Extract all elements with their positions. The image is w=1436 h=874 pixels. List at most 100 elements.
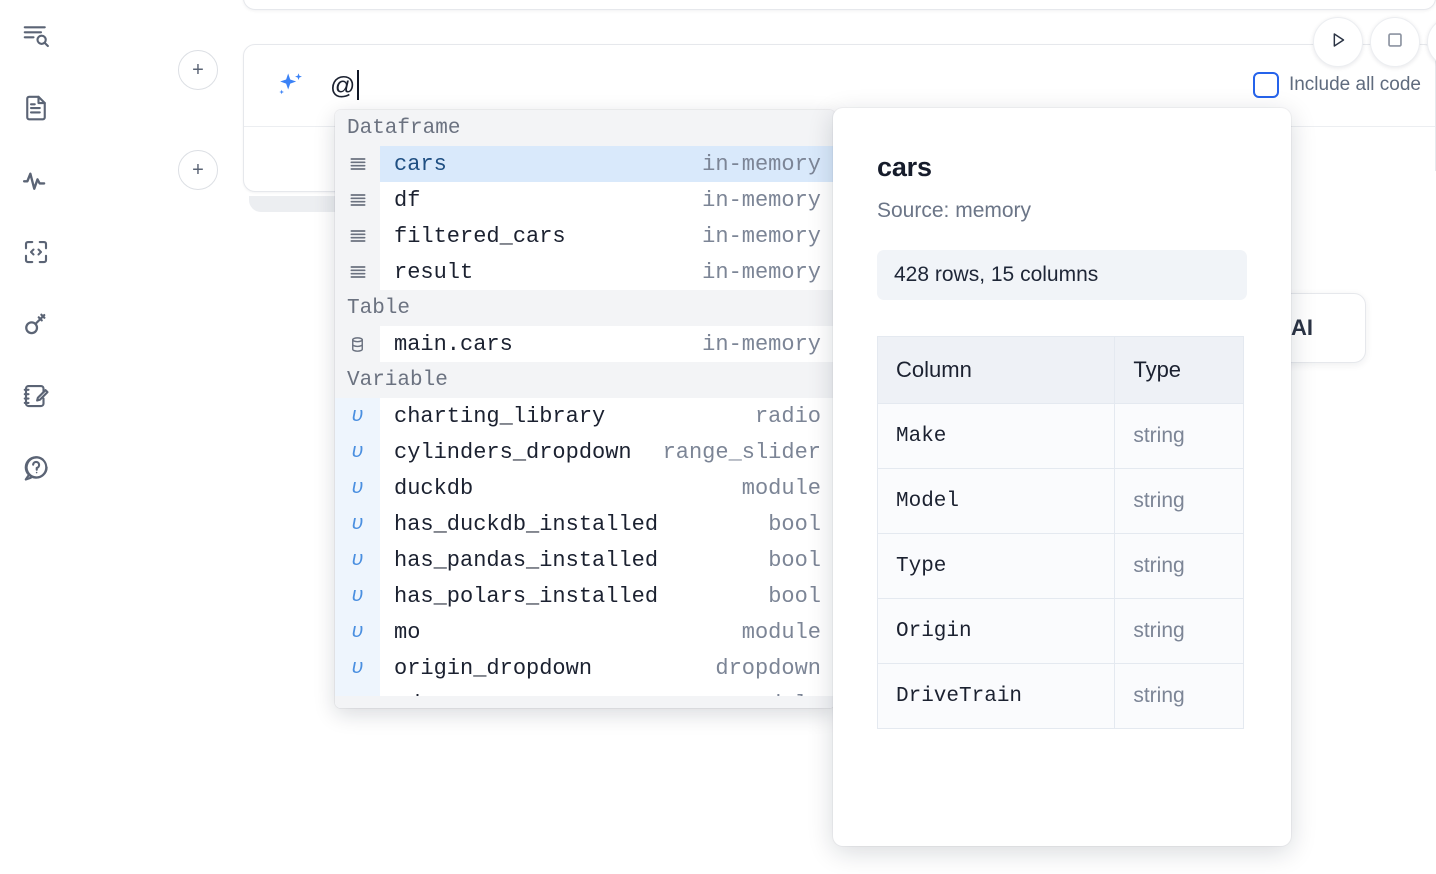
variable-icon: υ (335, 650, 380, 686)
run-cell-button[interactable] (1313, 17, 1363, 67)
sidebar-item-snippets[interactable] (12, 228, 60, 276)
autocomplete-item-name: cylinders_dropdown (394, 439, 632, 465)
autocomplete-item-name: duckdb (394, 475, 474, 501)
sparkle-ai-icon (274, 69, 308, 103)
dataset-preview-panel: cars Source: memory 428 rows, 15 columns… (833, 108, 1291, 846)
ai-prompt-input[interactable]: @ (330, 70, 359, 101)
preview-source: Source: memory (877, 199, 1032, 222)
sidebar-item-secrets[interactable] (12, 300, 60, 348)
autocomplete-item-type: module (741, 619, 821, 645)
play-icon (1327, 29, 1349, 56)
autocomplete-item[interactable]: result in-memory (335, 254, 835, 290)
autocomplete-item-name: has_pandas_installed (394, 547, 659, 573)
autocomplete-item[interactable]: υ has_pandas_installed bool (335, 542, 835, 578)
autocomplete-item-type: bool (768, 511, 821, 537)
autocomplete-item-name: cars (394, 151, 447, 177)
include-all-code-control[interactable]: Include all code (1252, 72, 1421, 98)
autocomplete-item-type: module (741, 475, 821, 501)
secrets-key-icon (21, 309, 51, 339)
column-name-cell: Type (876, 533, 1116, 599)
include-all-code-label: Include all code (1288, 74, 1421, 95)
dataframe-icon (335, 218, 380, 254)
column-type-cell: string (1114, 533, 1244, 599)
autocomplete-item[interactable]: υ has_duckdb_installed bool (335, 506, 835, 542)
notebook-file-icon (21, 93, 51, 123)
stop-square-icon (1384, 29, 1406, 56)
autocomplete-item[interactable]: υ charting_library radio (335, 398, 835, 434)
autocomplete-item-name: has_duckdb_installed (394, 511, 659, 537)
table-icon (335, 326, 380, 362)
autocomplete-item[interactable]: υ origin_dropdown dropdown (335, 650, 835, 686)
autocomplete-item-type: in-memory (702, 331, 821, 357)
variable-icon: υ (335, 506, 380, 542)
column-type-cell: string (1114, 468, 1244, 534)
scratchpad-icon (21, 381, 51, 411)
table-header-cell: Type (1114, 336, 1244, 404)
autocomplete-item-type: in-memory (702, 259, 821, 285)
autocomplete-item-name: charting_library (394, 403, 606, 429)
autocomplete-item[interactable]: cars in-memory (335, 146, 835, 182)
autocomplete-item-type: radio (754, 403, 821, 429)
autocomplete-group-header: Dataframe (335, 110, 835, 146)
ai-prompt-value: @ (330, 72, 356, 100)
autocomplete-item[interactable]: main.cars in-memory (335, 326, 835, 362)
variable-icon: υ (335, 542, 380, 578)
autocomplete-item-type: range_slider (662, 439, 821, 465)
column-name-cell: Model (876, 468, 1116, 534)
include-all-code-checkbox[interactable] (1252, 72, 1279, 98)
preview-shape-badge: 428 rows, 15 columns (877, 250, 1247, 300)
autocomplete-item-name: origin_dropdown (394, 655, 593, 681)
variable-icon: υ (335, 614, 380, 650)
sidebar-item-explore[interactable] (12, 12, 60, 60)
autocomplete-item-name: result (394, 259, 474, 285)
column-name-cell: Make (876, 403, 1116, 469)
dataframe-icon (335, 182, 380, 218)
previous-cell (243, 0, 1436, 10)
table-header-cell: Column (876, 336, 1116, 404)
add-cell-button-bottom[interactable]: + (178, 150, 218, 190)
sidebar-item-file[interactable] (12, 84, 60, 132)
help-icon (21, 453, 51, 483)
sidebar-item-help[interactable] (12, 444, 60, 492)
left-icon-rail (0, 0, 72, 874)
sidebar-item-activity[interactable] (12, 156, 60, 204)
snippets-icon (21, 237, 51, 267)
add-cell-button-top[interactable]: + (178, 50, 218, 90)
variable-icon: υ (335, 398, 380, 434)
dataframe-icon (335, 254, 380, 290)
autocomplete-item-type: bool (768, 583, 821, 609)
sidebar-item-scratchpad[interactable] (12, 372, 60, 420)
explore-icon (21, 21, 51, 51)
autocomplete-item-type: dropdown (715, 655, 821, 681)
text-caret (356, 70, 359, 100)
variable-icon: υ (335, 470, 380, 506)
autocomplete-item-type: bool (768, 547, 821, 573)
autocomplete-item-name: has_polars_installed (394, 583, 659, 609)
column-name-cell: Origin (876, 598, 1116, 664)
stop-cell-button[interactable] (1370, 17, 1420, 67)
dataframe-icon (335, 146, 380, 182)
activity-icon (21, 165, 51, 195)
autocomplete-item-name: main.cars (394, 331, 513, 357)
plus-icon: + (192, 59, 204, 81)
plus-icon: + (192, 159, 204, 181)
autocomplete-item-name: mo (394, 619, 421, 645)
autocomplete-item-name: df (394, 187, 421, 213)
autocomplete-item-type: in-memory (702, 151, 821, 177)
column-type-cell: string (1114, 663, 1244, 729)
